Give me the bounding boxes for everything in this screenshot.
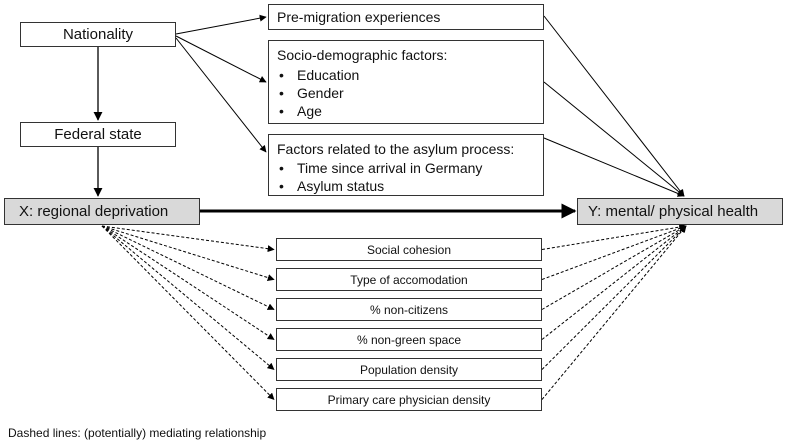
edge-mediator-y-2	[541, 225, 687, 310]
node-mediator-label: % non-citizens	[369, 302, 449, 317]
list-item-gender: Gender	[271, 84, 359, 102]
edge-nationality-pre-migration	[175, 14, 267, 35]
node-mediator-label: % non-green space	[356, 332, 462, 347]
list-item-education: Education	[271, 66, 359, 84]
socio-demographic-list: Education Gender Age	[271, 66, 359, 120]
node-federal-state: Federal state	[20, 122, 176, 147]
node-x-deprivation: X: regional deprivation	[4, 198, 200, 225]
edge-x-mediator-1	[101, 225, 275, 281]
edge-x-mediator-3	[101, 225, 275, 340]
edge-asylum-process-y	[543, 137, 685, 197]
node-pre-migration: Pre-migration experiences	[268, 4, 544, 30]
node-mediator-4: Population density	[276, 358, 542, 381]
node-nationality: Nationality	[20, 22, 176, 47]
edge-nationality-asylum-process	[175, 37, 267, 153]
list-item-asylum-status: Asylum status	[271, 177, 482, 195]
edge-mediator-y-0	[541, 223, 687, 250]
list-item-age: Age	[271, 102, 359, 120]
edge-socio-demographic-y	[543, 81, 685, 197]
node-mediator-label: Population density	[359, 362, 459, 377]
node-mediator-label: Primary care physician density	[327, 392, 491, 407]
node-y-health: Y: mental/ physical health	[577, 198, 783, 225]
edge-mediator-y-3	[541, 225, 687, 340]
node-socio-demographic: Socio-demographic factors: Education Gen…	[268, 40, 544, 124]
node-mediator-5: Primary care physician density	[276, 388, 542, 411]
edge-x-mediator-5	[101, 225, 275, 400]
asylum-process-list: Time since arrival in Germany Asylum sta…	[271, 159, 482, 195]
node-y-health-label: Y: mental/ physical health	[588, 203, 759, 220]
edge-mediator-y-4	[541, 225, 687, 370]
edge-x-mediator-0	[101, 225, 275, 253]
node-asylum-process: Factors related to the asylum process: T…	[268, 134, 544, 196]
node-socio-demographic-title: Socio-demographic factors:	[277, 47, 448, 63]
edge-pre-migration-y	[543, 15, 685, 197]
node-pre-migration-label: Pre-migration experiences	[277, 9, 441, 25]
node-federal-state-label: Federal state	[54, 126, 142, 143]
node-mediator-label: Type of accomodation	[350, 272, 468, 287]
edge-mediator-y-5	[541, 225, 687, 400]
caption: Dashed lines: (potentially) mediating re…	[8, 426, 267, 440]
node-mediator-0: Social cohesion	[276, 238, 542, 261]
node-nationality-label: Nationality	[62, 26, 134, 43]
edge-nationality-socio-demographic	[175, 35, 267, 83]
edge-mediator-y-1	[541, 224, 687, 280]
node-mediator-2: % non-citizens	[276, 298, 542, 321]
mediator-edges	[101, 223, 687, 400]
node-mediator-label: Social cohesion	[366, 242, 452, 257]
node-mediator-1: Type of accomodation	[276, 268, 542, 291]
edge-x-mediator-4	[101, 225, 275, 370]
edge-x-mediator-2	[101, 225, 275, 310]
node-x-deprivation-label: X: regional deprivation	[19, 203, 169, 220]
node-asylum-process-title: Factors related to the asylum process:	[277, 141, 515, 157]
node-mediator-3: % non-green space	[276, 328, 542, 351]
list-item-time-since-arrival: Time since arrival in Germany	[271, 159, 482, 177]
